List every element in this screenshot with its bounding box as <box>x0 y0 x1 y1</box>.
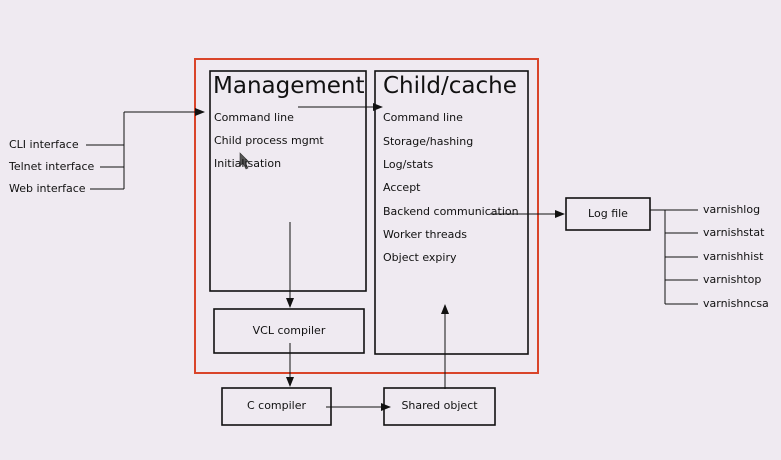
interfaces-connector <box>86 108 205 190</box>
tool-label-varnishtop: varnishtop <box>703 273 762 286</box>
mouse-cursor-icon <box>239 152 250 170</box>
vcl-compiler-box <box>213 308 365 354</box>
management-item: Initialisation <box>214 157 282 170</box>
c-compiler-label: C compiler <box>246 399 307 412</box>
management-item: Command line <box>214 111 294 124</box>
tools-connector <box>650 209 698 305</box>
tool-label-varnishncsa: varnishncsa <box>703 297 769 310</box>
log-file-box <box>565 197 651 231</box>
input-label-cli: CLI interface <box>9 138 79 151</box>
varnishd-outer-box <box>194 58 539 374</box>
child-item: Storage/hashing <box>383 135 474 148</box>
management-title: Management <box>213 73 365 99</box>
child-item: Accept <box>383 181 421 194</box>
vcl-compiler-label: VCL compiler <box>252 324 326 337</box>
shared-object-label: Shared object <box>401 399 478 412</box>
child-item: Backend communication <box>383 205 519 218</box>
tool-label-varnishstat: varnishstat <box>703 226 765 239</box>
input-label-web: Web interface <box>9 182 86 195</box>
log-file-label: Log file <box>588 207 628 220</box>
management-item: Child process mgmt <box>214 134 324 147</box>
tool-label-varnishlog: varnishlog <box>703 203 761 216</box>
input-label-telnet: Telnet interface <box>9 160 95 173</box>
child-item: Command line <box>383 111 463 124</box>
child-item: Worker threads <box>383 228 468 241</box>
child-item: Log/stats <box>383 158 434 171</box>
tool-label-varnishhist: varnishhist <box>703 250 764 263</box>
child-cache-title: Child/cache <box>383 73 517 99</box>
child-cache-box <box>374 70 529 355</box>
child-item: Object expiry <box>383 251 457 264</box>
management-box <box>209 70 367 292</box>
